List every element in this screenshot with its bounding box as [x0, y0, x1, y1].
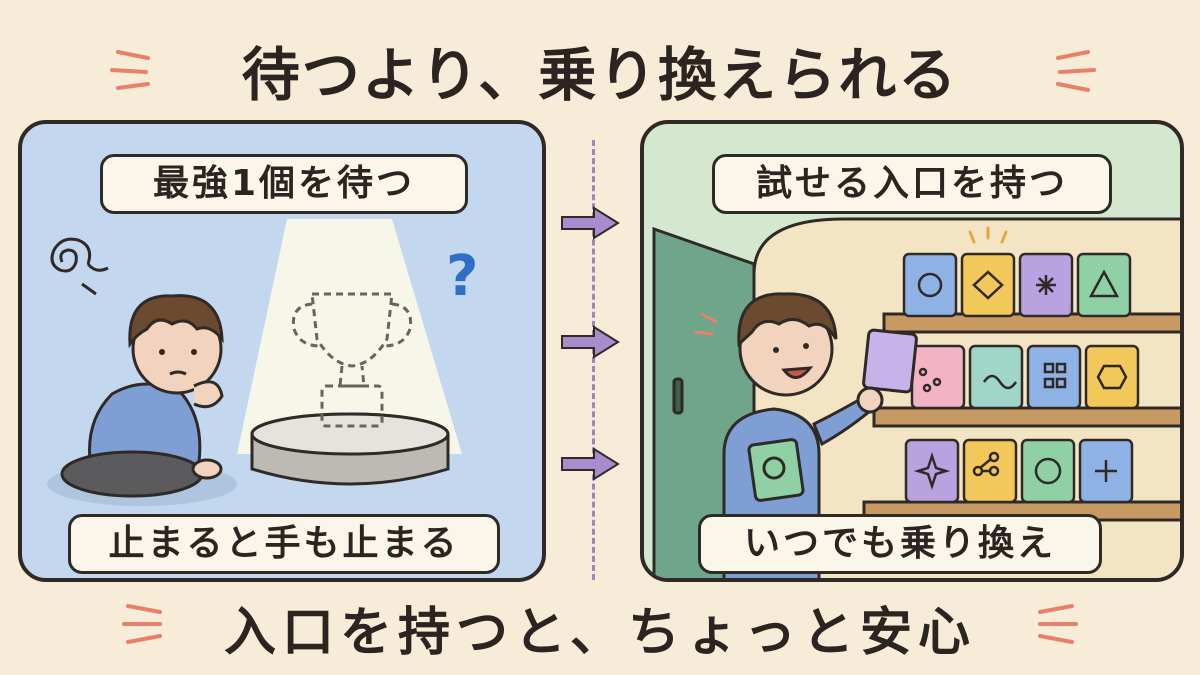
left-panel: 最強1個を待つ ? 止まると手も止まる [18, 120, 546, 582]
trophy-outline-icon [291, 292, 413, 428]
arrow-right-icon [561, 206, 620, 240]
left-heading: 最強1個を待つ [100, 154, 468, 214]
left-scene [47, 219, 462, 506]
right-panel: 試せる入口を持つ いつでも乗り換え [640, 120, 1184, 582]
right-heading: 試せる入口を持つ [712, 154, 1112, 214]
panel-divider [592, 140, 595, 580]
footer-text: 入口を持つと、ちょっと安心 [224, 603, 976, 663]
arrow-right-icon [561, 447, 620, 481]
right-caption: いつでも乗り換え [698, 514, 1102, 574]
waiting-child [47, 294, 237, 506]
swirl-icon [50, 237, 109, 296]
page-title: 待つより、乗り換えられる [241, 41, 959, 109]
arrow-right-icon [561, 325, 620, 359]
right-scene [652, 217, 1180, 578]
left-caption: 止まると手も止まる [68, 514, 500, 574]
question-icon: ? [446, 244, 479, 309]
